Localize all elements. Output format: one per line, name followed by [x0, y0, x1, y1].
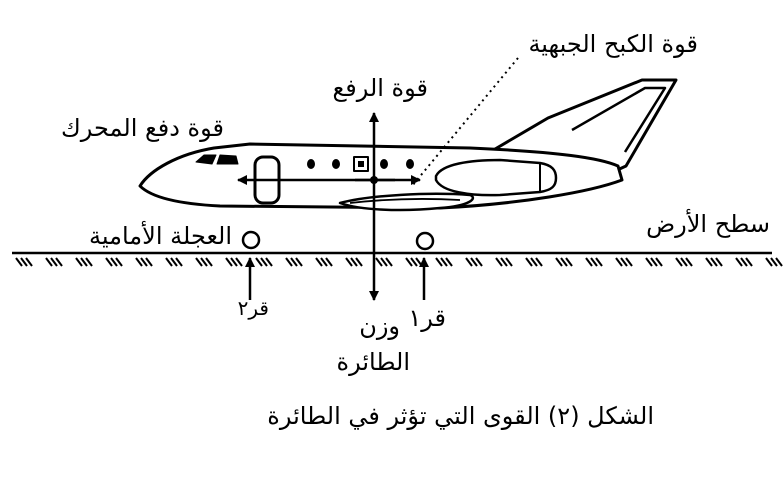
center-of-gravity: [370, 176, 378, 184]
weight-label-line1: وزن: [359, 312, 400, 340]
r1-label: قر١: [408, 304, 446, 332]
figure-caption: الشكل (٢) القوى التي تؤثر في الطائرة: [267, 402, 654, 430]
front-wheel-label: العجلة الأمامية: [89, 222, 232, 250]
cockpit-window-2: [216, 154, 239, 165]
ground: [12, 251, 783, 267]
passenger-windows: [307, 156, 414, 172]
tail-fin-inner: [571, 86, 667, 153]
ground-hatching: [15, 257, 783, 267]
lift-label: قوة الرفع: [332, 74, 428, 102]
airplane: [138, 78, 678, 212]
weight-label-line2: الطائرة: [336, 348, 410, 376]
engine-nacelle: [434, 158, 558, 197]
cockpit-window: [195, 154, 217, 165]
frontal-drag-label: قوة الكبح الجبهية: [528, 30, 698, 58]
wing-inner: [349, 198, 461, 204]
main-wheel-icon: [415, 231, 435, 251]
drag-leader-line: [411, 57, 519, 187]
r2-label: قر٢: [237, 296, 269, 320]
thrust-label: قوة دفع المحرك: [60, 114, 224, 142]
ground-surface-label: سطح الأرض: [646, 210, 770, 238]
front-wheel-icon: [241, 230, 261, 250]
